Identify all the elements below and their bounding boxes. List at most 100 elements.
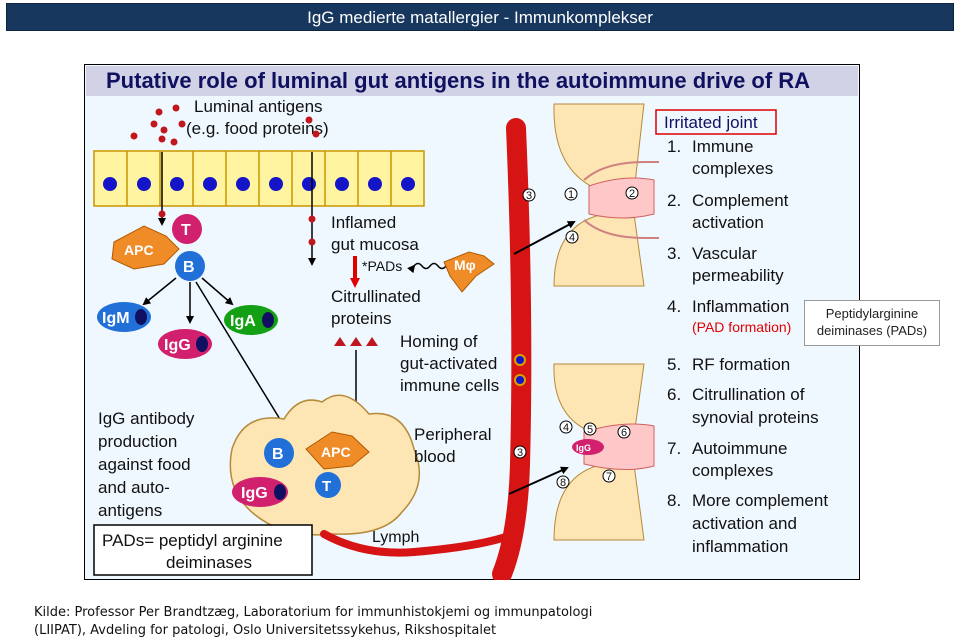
step-5-line-1: RF formation bbox=[692, 355, 790, 374]
step-7-line-1: Autoimmune bbox=[692, 439, 787, 458]
lymph-label: Lymph bbox=[372, 529, 419, 546]
step-4-line-2: (PAD formation) bbox=[692, 319, 791, 335]
b-cell bbox=[175, 251, 205, 281]
step-3-number: 3. bbox=[667, 244, 681, 263]
b-cell-label: B bbox=[183, 259, 195, 276]
marker-3b: 3 bbox=[517, 447, 523, 459]
pads-definition-box bbox=[93, 524, 313, 576]
gut-epithelium bbox=[93, 150, 425, 207]
apc-label: APC bbox=[124, 242, 154, 258]
igg-cell bbox=[158, 329, 212, 359]
step-3-line-2: permeability bbox=[692, 266, 784, 285]
step-8-line-1: More complement bbox=[692, 491, 828, 510]
step-7-line-2: complexes bbox=[692, 461, 773, 480]
citrullinated-label-1: Citrullinated bbox=[331, 287, 421, 306]
macrophage bbox=[443, 251, 495, 293]
igm-label: IgM bbox=[102, 310, 130, 327]
title-bar: IgG medierte matallergier - Immunkomplek… bbox=[6, 3, 954, 31]
ra-diagram: Putative role of luminal gut antigens in… bbox=[84, 64, 860, 580]
step-1-line-1: Immune bbox=[692, 137, 753, 156]
homing-label-1: Homing of bbox=[400, 332, 478, 351]
step-6-line-1: Citrullination of bbox=[692, 385, 805, 404]
t-cell-label: T bbox=[181, 222, 191, 239]
step-6-number: 6. bbox=[667, 385, 681, 404]
lymph-node-t-label: T bbox=[322, 478, 331, 495]
marker-6: 6 bbox=[621, 427, 627, 439]
step-2-line-1: Complement bbox=[692, 191, 789, 210]
marker-2: 2 bbox=[629, 188, 635, 200]
homing-label-3: immune cells bbox=[400, 376, 499, 395]
step-8-line-3: inflammation bbox=[692, 537, 788, 556]
pads-wave-arrow bbox=[407, 262, 447, 274]
irritated-joint-bottom bbox=[553, 363, 655, 541]
marker-4b: 4 bbox=[563, 422, 569, 434]
iga-label: IgA bbox=[230, 313, 256, 330]
figure-heading-bg bbox=[86, 66, 858, 96]
igg-production-line-2: production bbox=[98, 432, 177, 451]
irritated-joint-label: Irritated joint bbox=[664, 113, 758, 132]
lymph-node-t-cell bbox=[315, 472, 341, 498]
igg-production-line-1: IgG antibody bbox=[98, 409, 195, 428]
iga-cell bbox=[224, 305, 278, 335]
marker-3: 3 bbox=[526, 190, 532, 202]
page-title: IgG medierte matallergier - Immunkomplek… bbox=[307, 8, 653, 27]
marker-4: 4 bbox=[569, 232, 575, 244]
step-2-line-2: activation bbox=[692, 213, 764, 232]
igg-production-line-3: against food bbox=[98, 455, 191, 474]
pads-note-line-2: deiminases (PADs) bbox=[816, 323, 928, 338]
blood-vessel bbox=[492, 118, 532, 580]
irritated-joint-box bbox=[655, 109, 777, 135]
joint-igg-label: IgG bbox=[576, 443, 591, 453]
irritated-joint-top bbox=[553, 103, 659, 287]
steps-list: 1. Immune complexes 2. Complement activa… bbox=[667, 137, 828, 556]
peripheral-label-2: blood bbox=[414, 447, 456, 466]
step-4-line-1: Inflammation bbox=[692, 297, 789, 316]
pads-definition-line-1: PADs= peptidyl arginine bbox=[102, 531, 283, 550]
lymph-vessel bbox=[320, 530, 518, 557]
homing-label-2: gut-activated bbox=[400, 354, 497, 373]
igg-production-line-4: and auto- bbox=[98, 478, 170, 497]
step-1-line-2: complexes bbox=[692, 159, 773, 178]
lymph-node-igg-cell bbox=[232, 477, 288, 507]
inflamed-label-2: gut mucosa bbox=[331, 235, 419, 254]
igm-cell bbox=[97, 302, 151, 332]
step-5-number: 5. bbox=[667, 355, 681, 374]
marker-8: 8 bbox=[560, 477, 566, 489]
luminal-antigens-example: (e.g. food proteins) bbox=[186, 119, 329, 138]
lymph-node-apc bbox=[305, 431, 370, 470]
step-8-number: 8. bbox=[667, 491, 681, 510]
pads-asterisk-label: *PADs bbox=[362, 258, 402, 274]
macrophage-label: Mφ bbox=[454, 257, 476, 273]
igg-label: IgG bbox=[164, 337, 191, 354]
step-6-line-2: synovial proteins bbox=[692, 408, 819, 427]
citrullinated-label-2: proteins bbox=[331, 309, 391, 328]
lymph-node-apc-label: APC bbox=[321, 444, 351, 460]
step-markers: 3 1 2 4 4 5 6 7 8 3 bbox=[513, 186, 639, 489]
figure-frame bbox=[84, 64, 860, 580]
t-cell bbox=[172, 214, 202, 244]
pads-note-line-1: Peptidylarginine bbox=[825, 306, 919, 321]
source-citation: Kilde: Professor Per Brandtzæg, Laborato… bbox=[34, 604, 934, 640]
peripheral-label-1: Peripheral bbox=[414, 425, 492, 444]
pads-definition-line-2: deiminases bbox=[166, 553, 252, 572]
inflamed-label-1: Inflamed bbox=[331, 213, 396, 232]
step-2-number: 2. bbox=[667, 191, 681, 210]
step-1-number: 1. bbox=[667, 137, 681, 156]
source-line-1: Kilde: Professor Per Brandtzæg, Laborato… bbox=[34, 605, 593, 620]
lymph-node-b-label: B bbox=[272, 446, 284, 463]
step-7-number: 7. bbox=[667, 439, 681, 458]
apc-cell bbox=[111, 225, 180, 270]
pads-note-box: Peptidylarginine deiminases (PADs) bbox=[804, 300, 940, 346]
step-3-line-1: Vascular bbox=[692, 244, 757, 263]
luminal-antigens-label: Luminal antigens bbox=[194, 97, 323, 116]
antigen-dots bbox=[130, 104, 320, 146]
marker-7: 7 bbox=[606, 471, 612, 483]
lymph-node-b-cell bbox=[264, 438, 294, 468]
step-4-number: 4. bbox=[667, 297, 681, 316]
lymph-node-igg-label: IgG bbox=[241, 485, 268, 502]
marker-1: 1 bbox=[568, 189, 574, 201]
marker-5: 5 bbox=[587, 424, 593, 436]
source-line-2: (LIIPAT), Avdeling for patologi, Oslo Un… bbox=[34, 623, 497, 638]
step-8-line-2: activation and bbox=[692, 514, 797, 533]
figure-heading: Putative role of luminal gut antigens in… bbox=[106, 68, 810, 93]
